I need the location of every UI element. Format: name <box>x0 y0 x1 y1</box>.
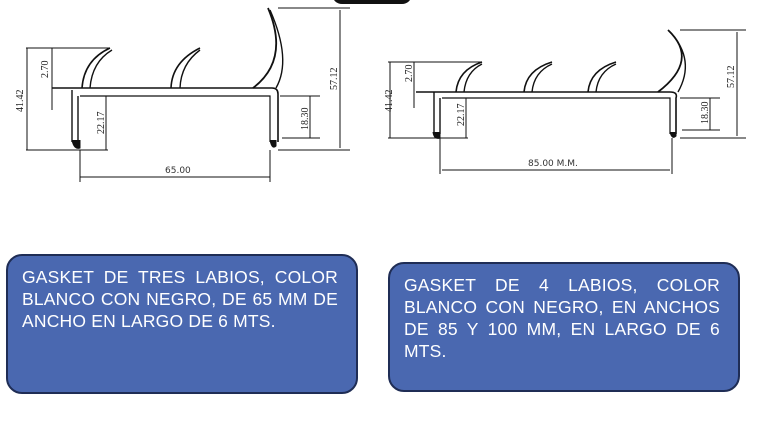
dim-57-12: 57.12 <box>329 68 340 91</box>
dim-2-70: 2.70 <box>40 61 51 79</box>
dim-2-70: 2.70 <box>404 65 415 83</box>
dim-57-12: 57.12 <box>726 66 737 89</box>
dim-41-42: 41.42 <box>15 90 26 113</box>
dim-65-00: 65.00 <box>165 166 191 176</box>
dim-18-30: 18.30 <box>700 102 711 125</box>
description-text: GASKET DE 4 LABIOS, COLOR BLANCO CON NEG… <box>404 275 720 361</box>
description-box-3-labios: GASKET DE TRES LABIOS, COLOR BLANCO CON … <box>6 254 358 394</box>
description-text: GASKET DE TRES LABIOS, COLOR BLANCO CON … <box>22 267 338 331</box>
gasket-3-labios-drawing: 41.42 2.70 22.17 18.30 57.12 65.00 <box>15 7 350 182</box>
dim-41-42: 41.42 <box>384 90 395 113</box>
description-box-4-labios: GASKET DE 4 LABIOS, COLOR BLANCO CON NEG… <box>388 262 740 392</box>
dim-22-17: 22.17 <box>96 112 107 135</box>
dim-22-17: 22.17 <box>456 104 467 127</box>
dim-85-00: 85.00 M.M. <box>528 159 578 169</box>
gasket-4-labios-drawing: 41.42 2.70 22.17 18.30 57.12 85.00 M.M. <box>384 29 746 174</box>
dim-18-30: 18.30 <box>300 108 311 131</box>
top-dark-tab <box>332 0 412 4</box>
